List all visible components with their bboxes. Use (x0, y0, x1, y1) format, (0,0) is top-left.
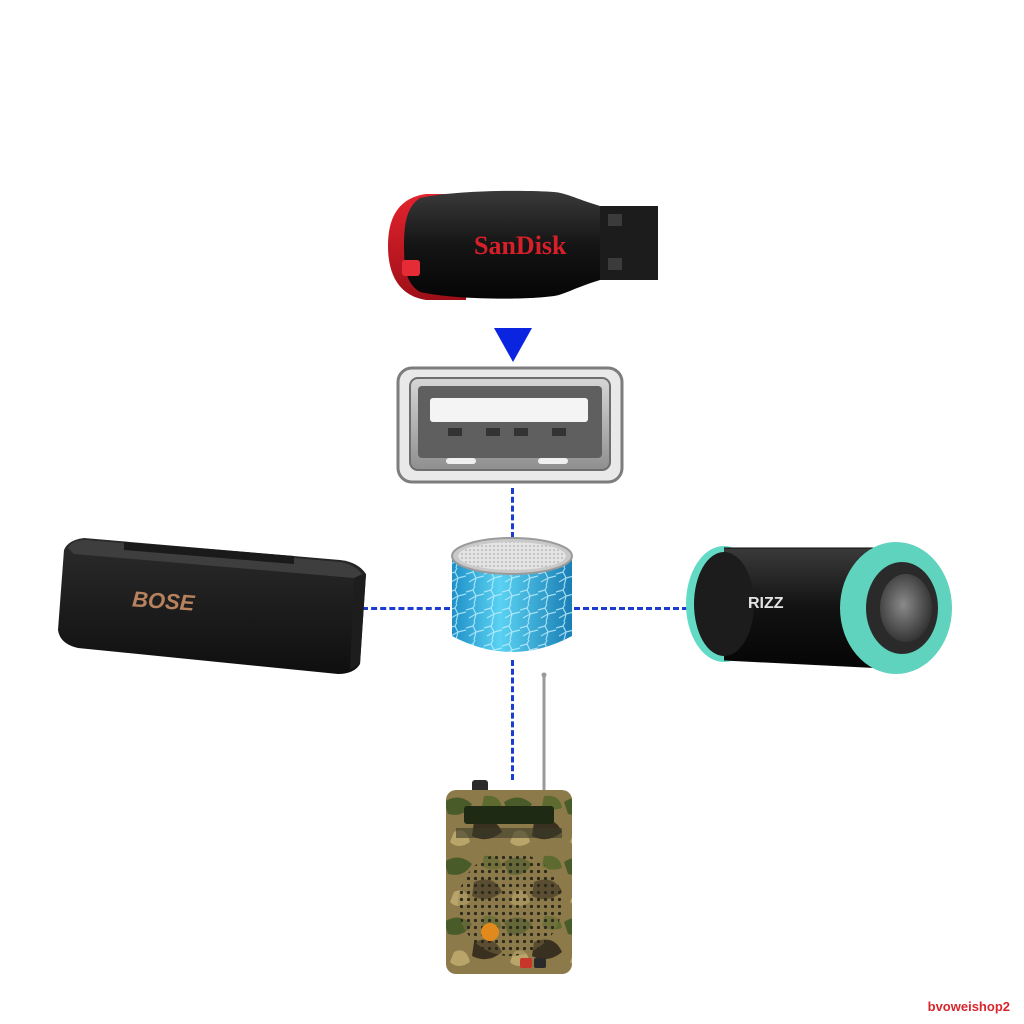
mini-speaker-icon (451, 537, 573, 652)
watermark-text: bvoweishop2 (927, 999, 1010, 1014)
rizz-speaker: RIZZ (684, 540, 956, 680)
usb-flash-drive-icon: SanDisk (388, 190, 658, 300)
mini-speaker (448, 532, 576, 664)
connector-left (362, 607, 450, 610)
bose-logo: BOSE (131, 586, 196, 615)
usb-flash-drive: SanDisk (386, 188, 660, 308)
connector-speaker-to-radio (511, 660, 514, 780)
usb-port-icon (396, 366, 624, 484)
usb-port (396, 366, 624, 484)
rizz-logo: RIZZ (748, 595, 784, 612)
sandisk-logo: SanDisk (474, 231, 567, 260)
camo-radio-speaker-icon (446, 672, 572, 974)
bose-speaker-icon: BOSE (58, 538, 366, 674)
bose-speaker: BOSE (54, 534, 370, 676)
connector-right (574, 607, 688, 610)
cylinder-speaker-icon: RIZZ (686, 542, 952, 674)
connector-port-to-speaker (511, 488, 514, 538)
camo-radio-speaker (444, 672, 574, 978)
arrow-down-icon (494, 328, 532, 362)
